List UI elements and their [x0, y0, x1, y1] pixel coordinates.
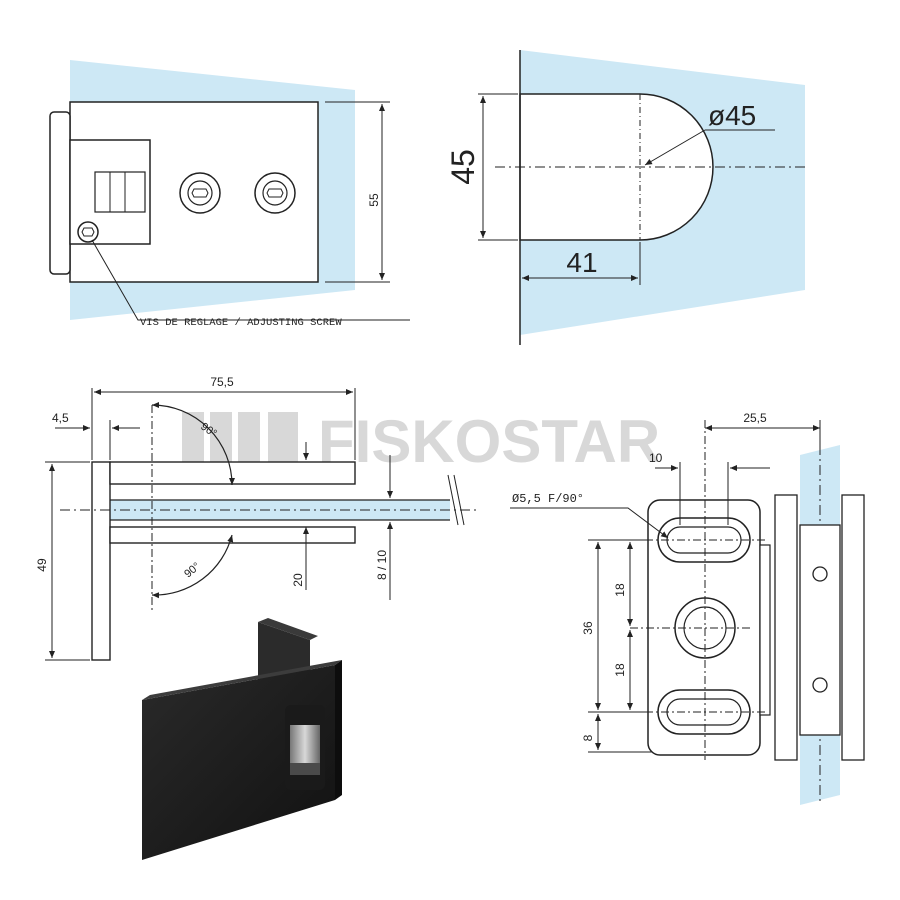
clamp-screw — [812, 677, 828, 693]
hinge-knuckle — [774, 494, 798, 761]
dim-span-label: 36 — [581, 621, 595, 635]
side-view: 90° 90° 75,5 4,5 49 20 8 / 10 — [35, 375, 480, 661]
glass-clamp-plate — [841, 494, 865, 761]
screw-head — [179, 172, 221, 214]
watermark-text: FISKOSTAR — [318, 408, 660, 475]
clamp-plate-bottom — [109, 526, 356, 544]
dim-edge-label: 8 — [581, 734, 595, 741]
product-photo — [142, 618, 342, 860]
dim-offset-label: 4,5 — [52, 411, 69, 425]
hinge-cylinder — [94, 171, 146, 213]
dim-height-label: 49 — [35, 558, 49, 572]
clamp-screw — [812, 566, 828, 582]
dim-height-label: 55 — [367, 193, 381, 207]
screw-head — [254, 172, 296, 214]
dim-right-label: 25,5 — [743, 411, 767, 425]
glass-clamp-body — [799, 524, 841, 736]
dim-total-label: 75,5 — [210, 375, 234, 389]
dim-diameter-label: ø45 — [708, 100, 756, 131]
adjusting-screw — [77, 221, 99, 243]
hole-leader — [510, 507, 669, 539]
watermark-logo-bar — [268, 412, 298, 462]
hex-socket-icon — [191, 188, 209, 198]
angle-bottom-label: 90° — [182, 560, 202, 580]
dim-lower-label: 18 — [613, 663, 627, 677]
rotation-arc — [151, 402, 235, 486]
glass-panel — [95, 500, 450, 520]
dim-slot-label: 10 — [649, 451, 663, 465]
front-view: 25,5 10 Ø5,5 F/90° 36 18 18 8 — [510, 411, 865, 805]
leader-line — [91, 239, 410, 321]
dim-height-label: 45 — [445, 149, 481, 185]
adjusting-screw-note: VIS DE REGLAGE / ADJUSTING SCREW — [140, 317, 342, 329]
dim-glass-label: 8 / 10 — [375, 550, 389, 580]
dim-width-label: 41 — [566, 247, 597, 278]
watermark-logo-bar — [238, 412, 260, 462]
hinge-back-plate — [49, 111, 71, 275]
hole-note: Ø5,5 F/90° — [512, 492, 584, 506]
hinge-cylinder-render — [290, 725, 320, 763]
diameter-leader — [644, 129, 706, 166]
dim-upper-label: 18 — [613, 583, 627, 597]
hex-socket-icon — [266, 188, 284, 198]
watermark-logo-bar — [182, 412, 204, 462]
clamp-plate-top — [109, 461, 356, 485]
top-right-view: 45 41 ø45 — [445, 50, 805, 345]
wall-plate — [91, 461, 111, 661]
watermark: FISKOSTAR — [182, 408, 660, 475]
dim-gap-label: 20 — [291, 573, 305, 587]
top-left-view: 55 VIS DE REGLAGE / ADJUSTING SCREW — [49, 60, 410, 329]
rotation-arc — [151, 534, 234, 599]
hex-socket-icon — [81, 227, 95, 237]
